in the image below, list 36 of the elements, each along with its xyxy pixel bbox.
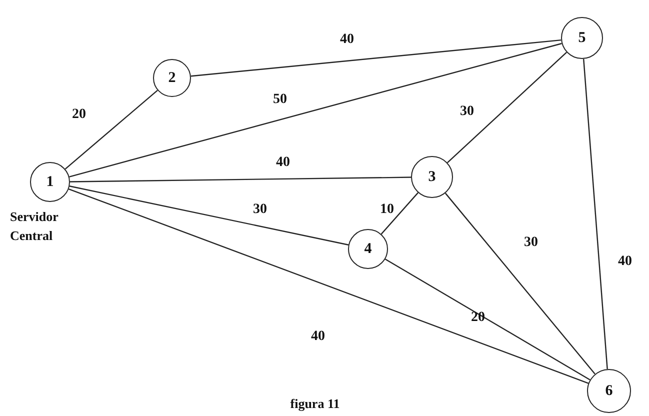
edge-label: 30 [524,235,538,251]
edge-label: 40 [276,155,290,171]
connector-line [69,42,562,178]
connector-line [583,58,608,370]
connector-line [384,258,590,380]
node-circle [348,229,388,269]
node-circle [561,17,603,59]
edge-label: 30 [460,104,474,120]
node-circle [411,156,453,198]
connector-line [380,192,418,234]
edge-label: 20 [72,107,86,123]
edge-label: 10 [380,202,394,218]
connector-line [69,186,349,246]
edge-label: 40 [618,254,632,270]
edge-label: 30 [253,202,267,218]
edge-label: 20 [471,310,485,326]
connector-line [190,39,562,77]
node-number: 1 [46,174,54,190]
node-number: 3 [428,168,436,186]
edge-label: 40 [311,329,325,345]
node-caption: Servidor Central [10,208,60,245]
connector-line [64,90,158,170]
node-number: 6 [605,382,613,400]
connector-line [68,188,589,384]
node-circle [153,59,191,97]
figure-caption: figura 11 [290,396,340,412]
connector-line [447,52,567,164]
node-circle [30,162,70,202]
node-number: 5 [578,30,586,46]
node-number: 4 [364,240,372,258]
node-circle [587,369,631,413]
connector-line [444,192,596,374]
edge-label: 40 [340,32,354,48]
edge-label: 50 [273,92,287,108]
node-number: 2 [168,70,176,86]
connector-line [70,176,411,182]
